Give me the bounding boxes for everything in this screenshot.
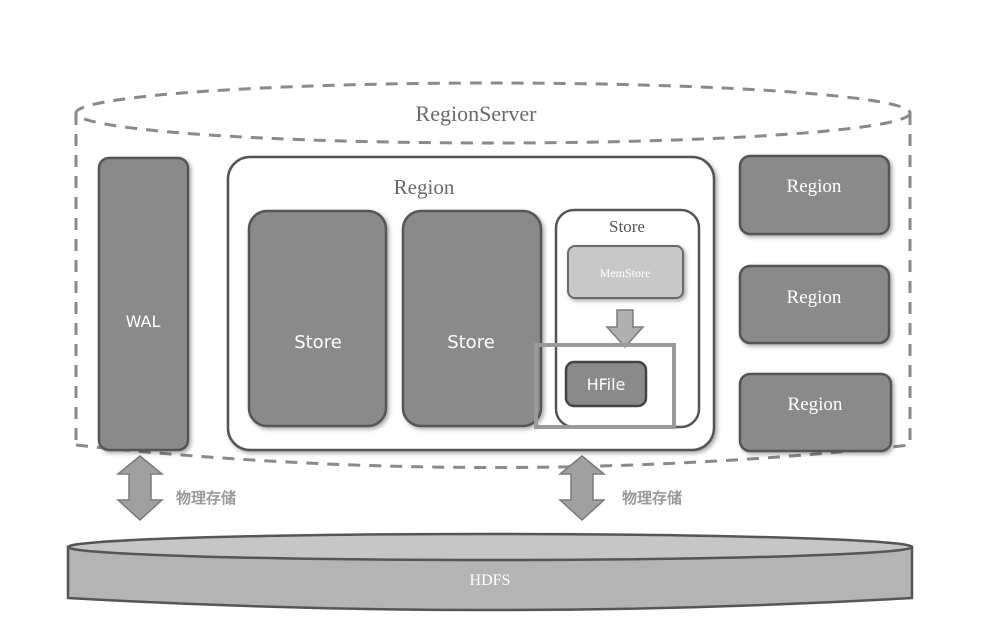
side-region-box-2 xyxy=(738,264,891,345)
memstore-box xyxy=(567,245,684,299)
region-label: Region xyxy=(394,175,455,199)
store-label-2: Store xyxy=(447,332,495,353)
memstore-label: MemStore xyxy=(600,266,651,280)
hdfs-label: HDFS xyxy=(470,572,511,589)
flush-arrow-icon xyxy=(605,309,645,349)
side-region-label-1: Region xyxy=(787,176,842,197)
hfile-highlight-frame xyxy=(534,343,676,429)
hfile-box xyxy=(564,360,648,408)
side-region-box-1 xyxy=(738,154,891,236)
side-region-label-3: Region xyxy=(788,394,843,415)
regionserver-cylinder xyxy=(74,81,912,469)
side-region-box-3 xyxy=(738,372,893,453)
wal-box xyxy=(97,156,190,452)
wal-label: WAL xyxy=(126,312,161,331)
hfile-label: HFile xyxy=(587,375,626,394)
store-label-1: Store xyxy=(294,332,342,353)
hdfs-cylinder xyxy=(66,532,914,612)
storage-double-arrow-icon-1 xyxy=(115,455,165,522)
storage-double-arrow-icon-2 xyxy=(557,455,607,522)
inner-store-label: Store xyxy=(609,217,645,236)
side-region-label-2: Region xyxy=(787,287,842,308)
store-box-2 xyxy=(401,209,543,428)
store-box-1 xyxy=(247,209,388,428)
storage-label-2: 物理存储 xyxy=(622,489,682,507)
regionserver-label: RegionServer xyxy=(416,101,538,126)
storage-label-1: 物理存储 xyxy=(176,489,236,507)
